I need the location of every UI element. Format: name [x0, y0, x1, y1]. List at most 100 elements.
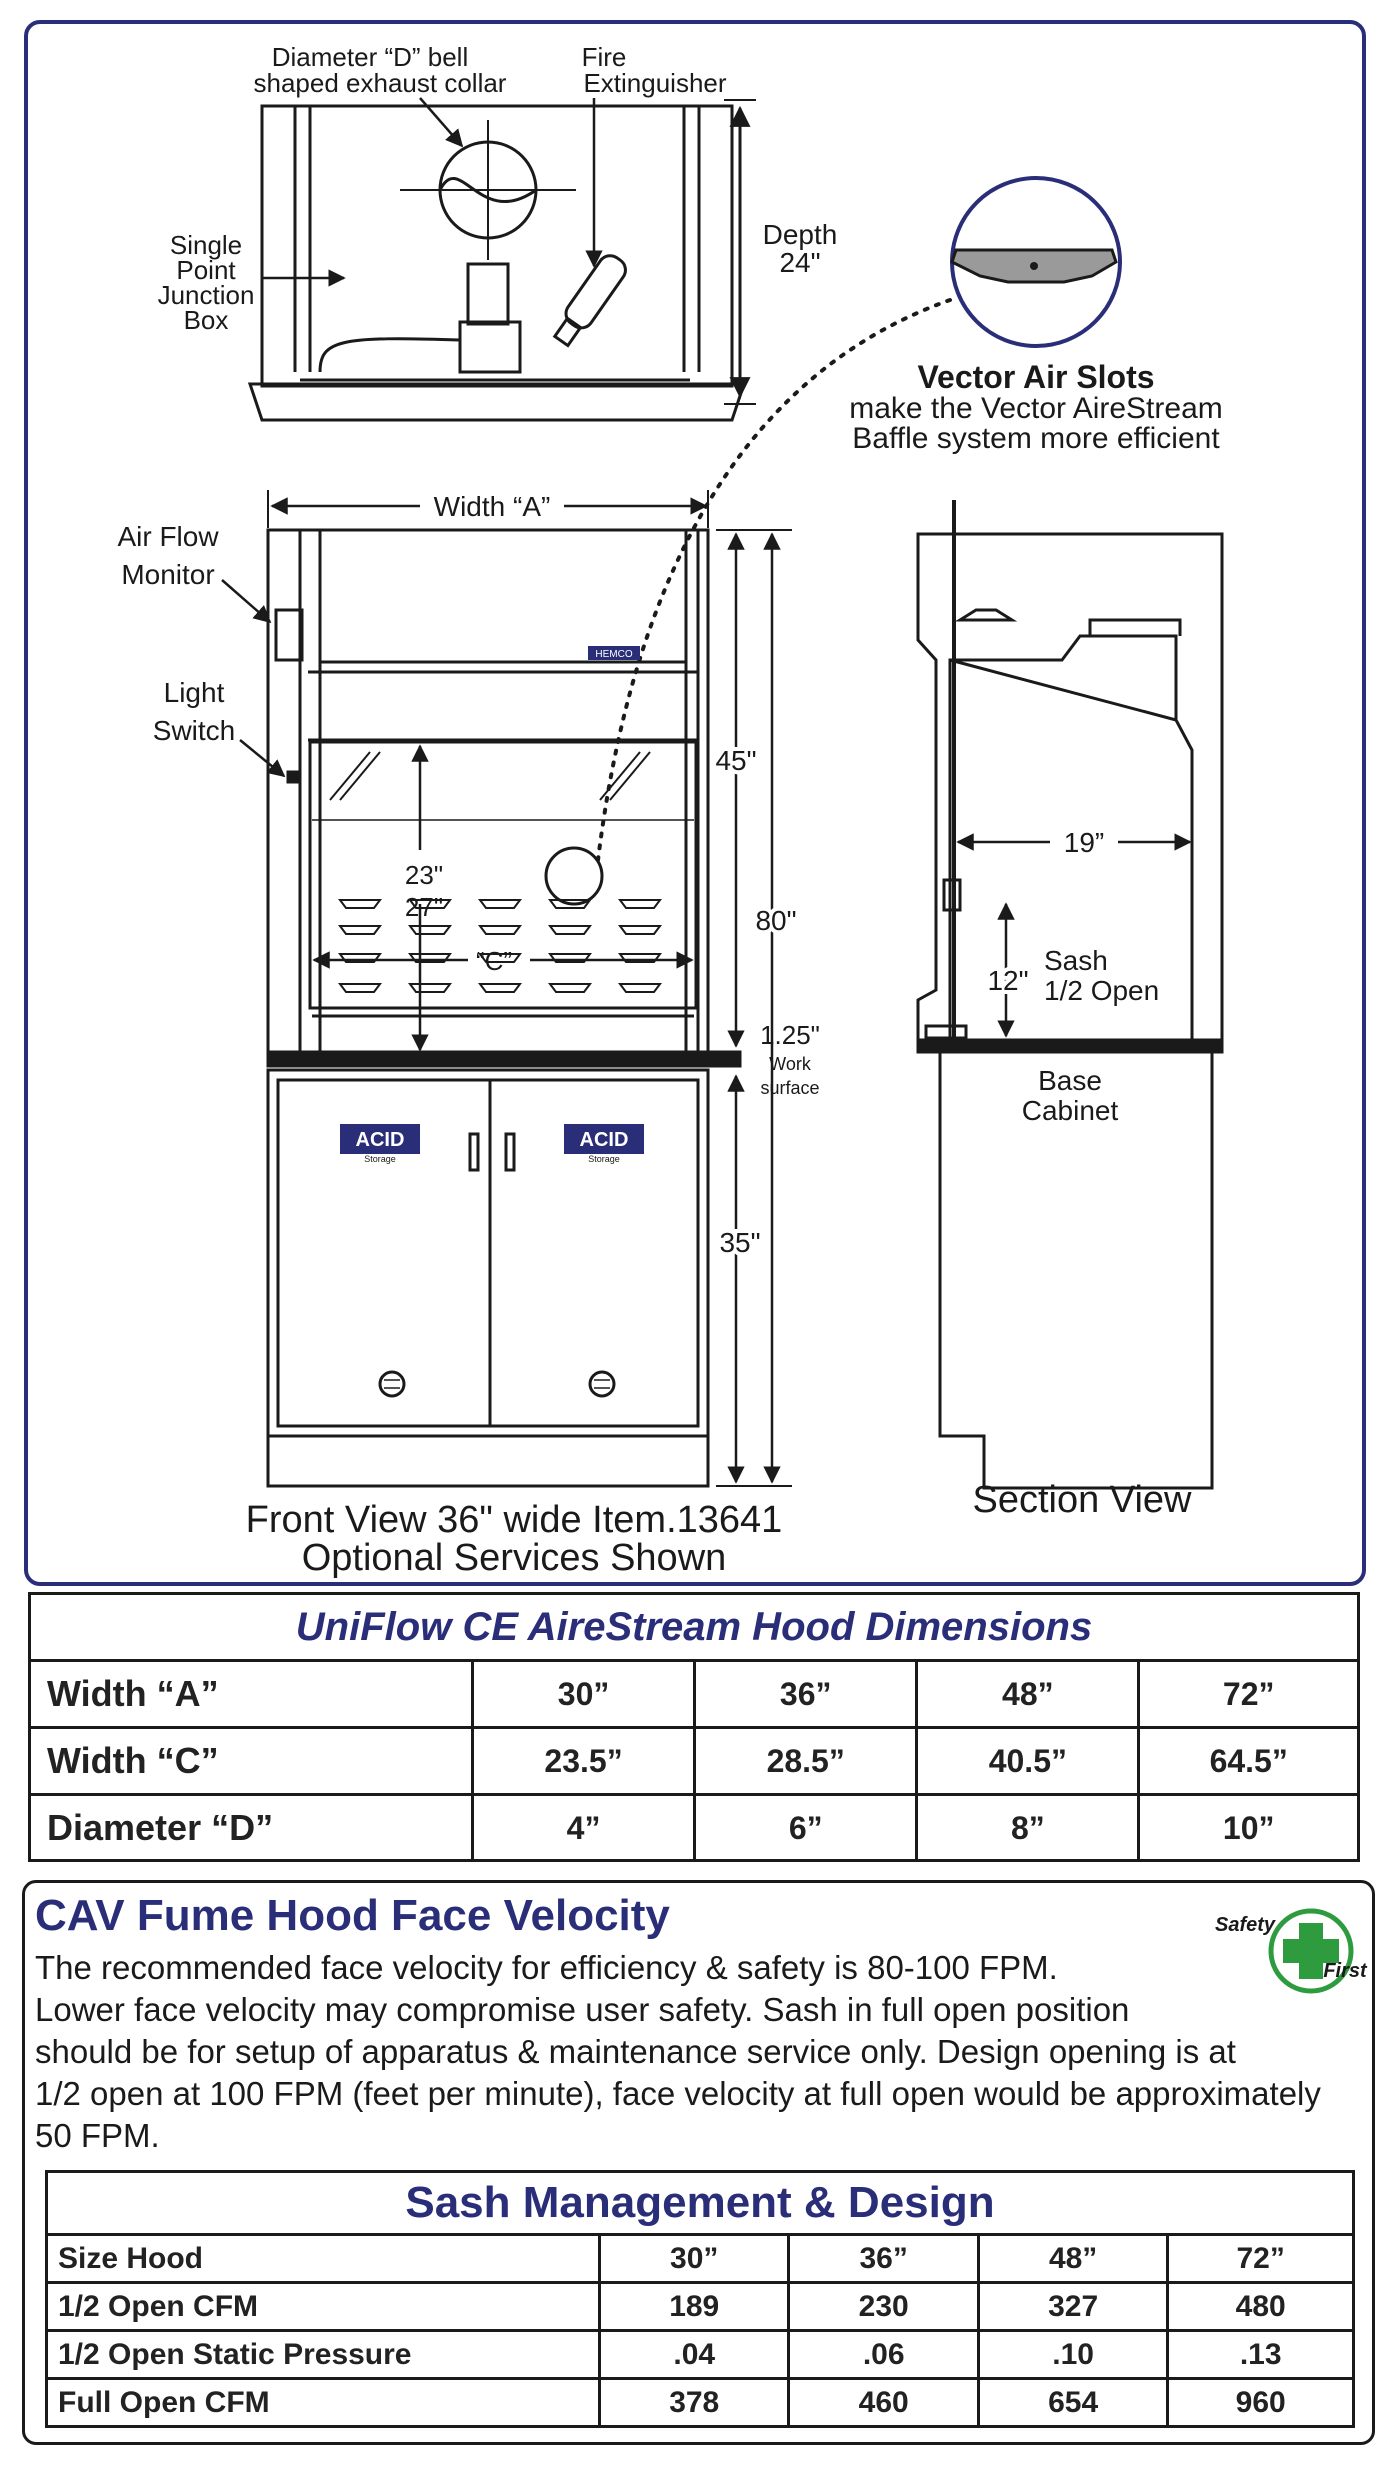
table-cell: 230 [787, 2281, 980, 2332]
drawing-panel: Diameter “D” bell shaped exhaust collar … [24, 20, 1366, 1586]
sash-table: Sash Management & Design Size Hood 30” 3… [45, 2170, 1355, 2428]
face-velocity-title: CAV Fume Hood Face Velocity [35, 1891, 670, 1940]
row-label: Full Open CFM [48, 2377, 601, 2425]
svg-text:First: First [1323, 1960, 1368, 1982]
face-velocity-body: The recommended face velocity for effici… [35, 1947, 1365, 2157]
svg-text:ACID: ACID [356, 1129, 405, 1151]
safety-first-icon: Safety First [1215, 1908, 1368, 1994]
table-cell: 72” [1137, 1662, 1357, 1729]
vector-slots-line1: make the Vector AireStream [849, 392, 1223, 425]
table-cell: 30” [470, 1662, 697, 1729]
table-cell: 189 [597, 2281, 791, 2332]
body-line: should be for setup of apparatus & maint… [35, 2033, 1236, 2070]
table-cell: 378 [597, 2377, 791, 2425]
depth-label: Depth [763, 219, 838, 250]
table-cell: 72” [1166, 2236, 1352, 2284]
junction-label-line1: Single [170, 230, 242, 260]
table-cell: 460 [787, 2377, 980, 2425]
extinguisher-label-line2: Extinguisher [583, 68, 726, 98]
callout-dotted-leader [596, 298, 952, 862]
sash-table-title: Sash Management & Design [48, 2173, 1352, 2236]
dim-19-label: 19” [1064, 827, 1104, 858]
table-cell: 480 [1166, 2281, 1352, 2332]
work-surface-label-line2: surface [760, 1078, 819, 1098]
dimensions-table-title: UniFlow CE AireStream Hood Dimensions [31, 1595, 1357, 1662]
table-cell: 960 [1166, 2377, 1352, 2425]
dimensions-table: UniFlow CE AireStream Hood Dimensions Wi… [28, 1592, 1360, 1862]
dim-35-label: 35" [719, 1227, 760, 1258]
table-cell: 327 [976, 2281, 1170, 2332]
table-row: 1/2 Open Static Pressure .04 .06 .10 .13 [48, 2329, 1352, 2380]
table-cell: 48” [976, 2236, 1170, 2284]
body-line: Lower face velocity may compromise user … [35, 1991, 1130, 2028]
table-cell: .13 [1166, 2329, 1352, 2380]
junction-label-line2: Point [176, 255, 236, 285]
table-cell: 36” [693, 1662, 919, 1729]
junction-label-line3: Junction [158, 280, 255, 310]
dim-45-label: 45" [715, 745, 756, 776]
table-row: Width “C” 23.5” 28.5” 40.5” 64.5” [31, 1726, 1357, 1796]
width-a-label: Width “A” [434, 491, 551, 522]
table-cell: 4” [470, 1793, 697, 1860]
base-cabinet-label-line2: Cabinet [1022, 1095, 1119, 1126]
brand-plate: HEMCO [595, 649, 632, 660]
dim-80-label: 80" [755, 905, 796, 936]
table-cell: 28.5” [693, 1726, 919, 1796]
collar-label-line1: Diameter “D” bell [272, 42, 469, 72]
drawing-frame [24, 20, 1366, 1586]
svg-text:Storage: Storage [588, 1154, 620, 1164]
sash-label-line1: Sash [1044, 945, 1108, 976]
row-label: Width “C” [31, 1726, 474, 1796]
table-cell: 8” [915, 1793, 1141, 1860]
table-cell: 10” [1137, 1793, 1357, 1860]
table-cell: 48” [915, 1662, 1141, 1729]
row-label: Diameter “D” [31, 1793, 474, 1860]
svg-text:ACID: ACID [580, 1129, 629, 1151]
front-view-caption-line2: Optional Services Shown [302, 1537, 727, 1579]
table-cell: .10 [976, 2329, 1170, 2380]
sash-grid: Size Hood 30” 36” 48” 72” 1/2 Open CFM 1… [48, 2236, 1352, 2425]
row-label: 1/2 Open CFM [48, 2281, 601, 2332]
dim-125-label: 1.25" [760, 1020, 820, 1050]
svg-text:Storage: Storage [364, 1154, 396, 1164]
row-label: 1/2 Open Static Pressure [48, 2329, 601, 2380]
body-line: The recommended face velocity for effici… [35, 1949, 1058, 1986]
light-switch-label-line2: Switch [153, 715, 235, 746]
body-line: 1/2 open at 100 FPM (feet per minute), f… [35, 2075, 1321, 2112]
section-view-caption: Section View [973, 1479, 1193, 1521]
body-line: 50 FPM. [35, 2117, 160, 2154]
acid-label-right: ACID Storage [564, 1124, 644, 1164]
air-flow-label-line2: Monitor [121, 559, 214, 590]
work-surface-label-line1: Work [769, 1054, 812, 1074]
table-cell: 40.5” [915, 1726, 1141, 1796]
table-cell: 654 [976, 2377, 1170, 2425]
table-cell: 36” [787, 2236, 980, 2284]
depth-value: 24" [779, 247, 820, 278]
table-row: Size Hood 30” 36” 48” 72” [48, 2236, 1352, 2284]
collar-label-line2: shaped exhaust collar [254, 68, 507, 98]
junction-label-line4: Box [184, 305, 229, 335]
air-flow-leader [221, 579, 272, 624]
table-row: Width “A” 30” 36” 48” 72” [31, 1662, 1357, 1729]
air-flow-label-line1: Air Flow [117, 521, 219, 552]
extinguisher-label-line1: Fire [582, 42, 627, 72]
table-cell: 6” [693, 1793, 919, 1860]
table-row: 1/2 Open CFM 189 230 327 480 [48, 2281, 1352, 2332]
top-view [247, 104, 747, 422]
table-cell: 30” [597, 2236, 791, 2284]
vector-slots-title: Vector Air Slots [917, 359, 1154, 395]
light-switch-label-line1: Light [164, 677, 225, 708]
row-label: Width “A” [31, 1662, 474, 1729]
dim-c-label: “C” [476, 946, 512, 976]
dim-12-label: 12" [987, 965, 1028, 996]
svg-text:Safety: Safety [1215, 1914, 1276, 1936]
row-label: Size Hood [48, 2236, 601, 2284]
dimensions-grid: Width “A” 30” 36” 48” 72” Width “C” 23.5… [31, 1662, 1357, 1860]
table-row: Full Open CFM 378 460 654 960 [48, 2377, 1352, 2425]
table-cell: .04 [597, 2329, 791, 2380]
table-row: Diameter “D” 4” 6” 8” 10” [31, 1793, 1357, 1860]
sash-label-line2: 1/2 Open [1044, 975, 1159, 1006]
table-cell: 23.5” [470, 1726, 697, 1796]
vector-slots-line2: Baffle system more efficient [852, 422, 1220, 455]
table-cell: 64.5” [1137, 1726, 1357, 1796]
